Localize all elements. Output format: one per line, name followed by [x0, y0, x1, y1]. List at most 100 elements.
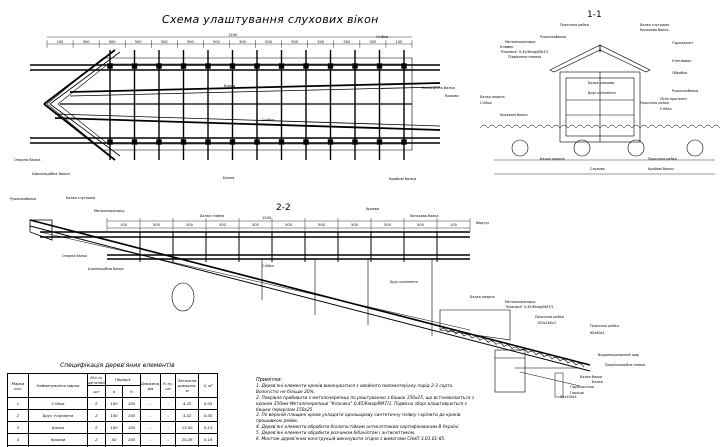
s11-label: Гідрозахист	[672, 41, 694, 45]
table-cell: 100	[104, 409, 124, 422]
note-line: 5. Дерев'яні елементи обробити розчином …	[256, 431, 416, 437]
s22-label: Балка	[592, 380, 603, 384]
section-1-1	[479, 44, 721, 175]
plan-dim-value: 500	[213, 40, 220, 44]
s11-label: Прогонна рейка	[648, 157, 677, 161]
s11-label: Прогонна рейка	[640, 101, 669, 105]
s22-label: 120x160x1	[537, 321, 556, 325]
s22-label: Прогонна рейка	[535, 315, 564, 319]
s11-label: Клямер	[500, 45, 513, 49]
s22-label: 60x60x1	[590, 331, 605, 335]
plan-total-dimension: 1200	[228, 33, 238, 37]
plan-label-kroky: Крокви	[445, 94, 459, 98]
table-cell: 50	[104, 433, 124, 446]
note-line: Вологістю не більше 20%.	[256, 389, 316, 395]
s22-dim-value: 500	[384, 223, 391, 227]
table-cell: 2	[87, 445, 106, 447]
note-line: 3. По верхній площині крокв укладати одн…	[256, 413, 461, 419]
spec-header-total: Загальна довжина, м	[175, 373, 200, 398]
table-cell: Конькова балка	[28, 445, 88, 447]
s22-label: Прогонна рейка	[590, 324, 619, 328]
s22-dim-value: 500	[219, 223, 226, 227]
table-cell: 4.42	[175, 397, 200, 410]
s11-label: Балка опорна	[540, 157, 565, 161]
s11-label: Стійка	[660, 107, 672, 111]
table-cell: 2	[87, 409, 106, 422]
s11-label: Балка коньова	[588, 81, 614, 85]
spec-title: Специфікація дерев'яних елементів	[60, 362, 175, 369]
note-line: 6. Монтаж дерев'яних конструкцій виконув…	[256, 437, 446, 443]
table-cell: 100	[104, 397, 124, 410]
notes: Примітки: 1. Дерев'яні елементи кроків в…	[256, 377, 506, 443]
s22-label: Горище	[570, 391, 584, 395]
s11-label: Слухова	[590, 167, 605, 171]
table-cell: 150	[122, 433, 141, 446]
s22-label: Брус кріплення	[390, 280, 418, 284]
table-cell: 150	[122, 409, 141, 422]
s22-label: Балка гнутошна	[66, 196, 95, 200]
note-line: 4. Дерев'яні елементи обробити біологост…	[256, 425, 460, 431]
note-line: прошивкою рейок.	[256, 419, 299, 425]
table-cell: 3	[7, 421, 29, 434]
s22-label: Водонепроникний шар	[598, 353, 639, 357]
plan-dim-value: 500	[109, 40, 116, 44]
spec-header-length: Довжина, мм	[139, 373, 162, 398]
plan-dim-value: 500	[135, 40, 142, 44]
plan-dim-value: 500	[239, 40, 246, 44]
spec-header-volume: V, м³	[198, 373, 219, 398]
s22-label: Шилоподібна балка	[88, 267, 124, 271]
plan-dim-value: 500	[83, 40, 90, 44]
table-cell: Стійка	[28, 397, 88, 410]
plan-label-opora: Опорна балка	[14, 158, 41, 162]
s22-dim-value: 500	[186, 223, 193, 227]
section-label-2-2: 2-2	[276, 203, 291, 213]
spec-header-count: Кіл-ть деталей	[87, 373, 106, 386]
table-cell: –	[139, 445, 162, 447]
table-cell: 0.13	[198, 421, 219, 434]
s22-label: Рушникобалка	[10, 197, 36, 201]
plan-label-stiyka: Стійка	[376, 35, 389, 39]
s11-label: Утеплювач	[672, 59, 691, 63]
table-cell: 2	[87, 421, 106, 434]
plan-label-balka: Балка	[224, 84, 236, 88]
table-cell: –	[160, 409, 177, 422]
plan-dim-value: 500	[370, 40, 377, 44]
s22-dim-value: 100	[120, 223, 127, 227]
s11-label: Лінія прогалин	[660, 97, 687, 101]
s11-label: "Класика" 0,45/Кмар/МАТ/1	[500, 50, 549, 54]
table-cell: Крокви	[28, 433, 88, 446]
s22-label: Крокви	[366, 207, 379, 211]
section-label-1-1: 1-1	[587, 10, 602, 20]
notes-heading: Примітки:	[256, 377, 283, 383]
s22-label: Балка глявна	[200, 214, 224, 218]
spec-sub-sht: шт	[87, 385, 106, 398]
s22-label: Гідрочастина	[570, 385, 594, 389]
s11-label: Конькова балка	[640, 28, 668, 32]
s11-label: Брус кріплення	[588, 91, 616, 95]
s22-label: Пароізоляційна плівка	[605, 363, 645, 367]
plan-label-kosokosna: Кососрізна балка	[422, 86, 455, 90]
plan-label-balka-2: Балка	[223, 176, 235, 180]
plan-dim-value: 500	[265, 40, 272, 44]
s11-label: Металочерепиця	[505, 40, 535, 44]
spec-sub-h: h	[122, 385, 141, 398]
s11-label: Підвіконна планка	[508, 55, 541, 59]
spec-header-qty: К-ть, шт	[160, 373, 177, 398]
s11-label: Кроквяні балки	[500, 113, 528, 117]
table-cell: 0.05	[198, 397, 219, 410]
table-cell: –	[139, 397, 162, 410]
s22-dim-value: 500	[285, 223, 292, 227]
s22-dim-value: 500	[351, 223, 358, 227]
spec-table: Марка поз. Найменування марки Кіл-ть дет…	[7, 373, 219, 447]
s22-label: Стійка	[262, 264, 274, 268]
s22-dim-value: 500	[417, 223, 424, 227]
s11-label: Стійка	[480, 101, 492, 105]
